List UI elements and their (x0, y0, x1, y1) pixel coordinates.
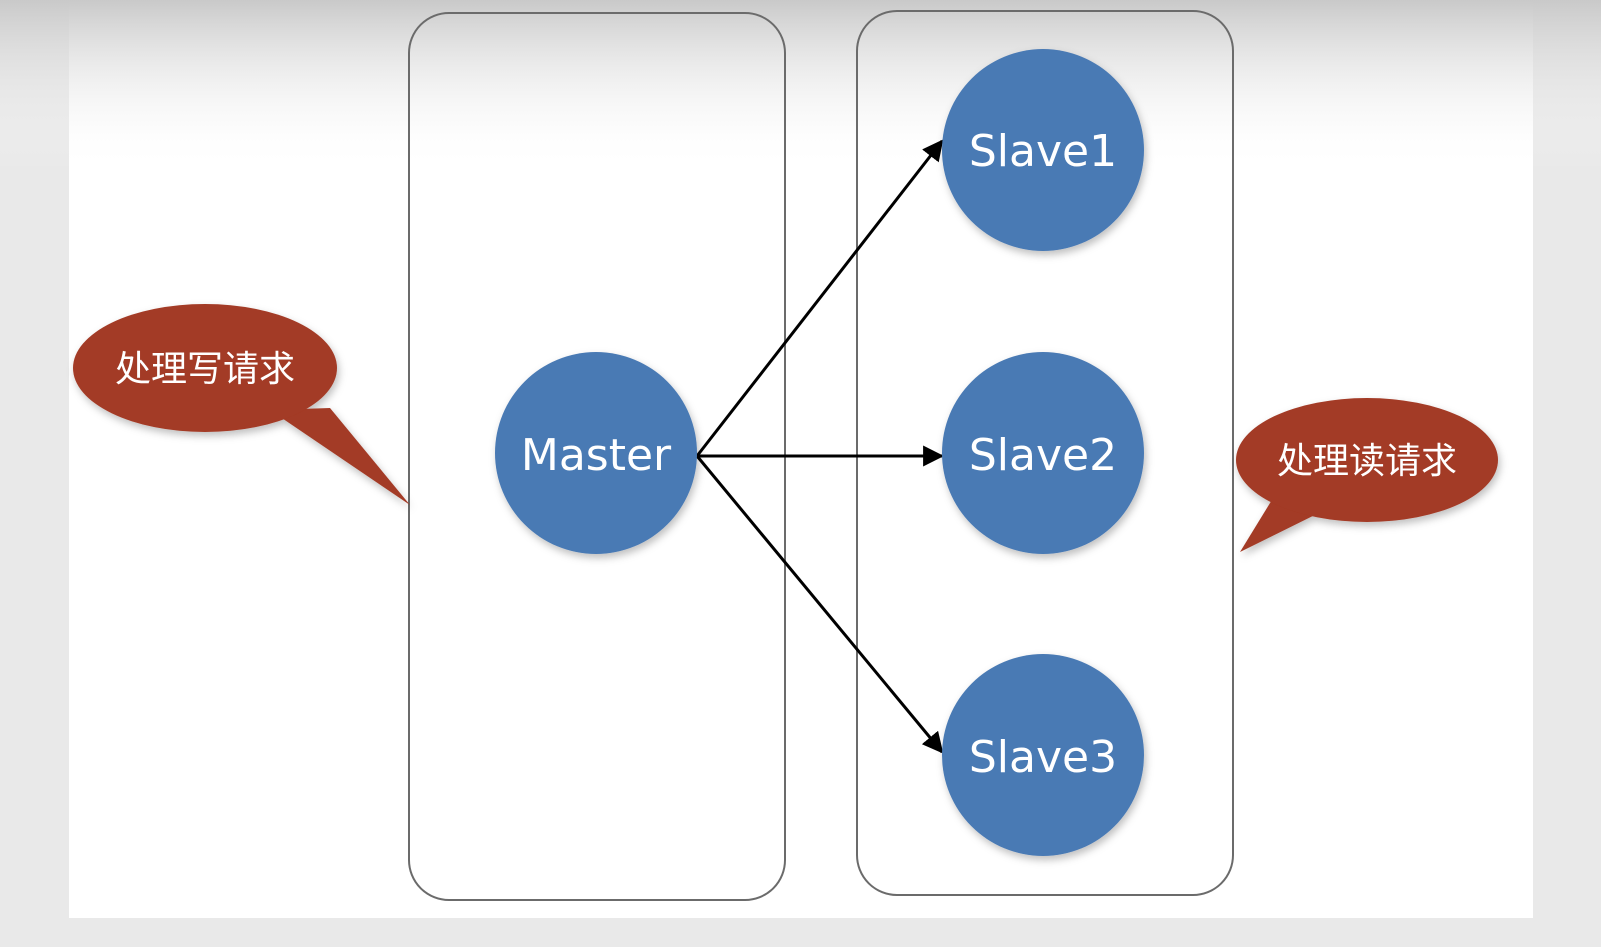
slave1-node (942, 49, 1144, 251)
write-callout-label: 处理写请求 (115, 349, 295, 390)
slave2-node-label: Slave2 (969, 430, 1117, 481)
master-node-label: Master (521, 430, 672, 481)
write-callout (73, 304, 410, 505)
top-shade (0, 0, 1601, 170)
slave2-node (942, 352, 1144, 554)
slave3-node-label: Slave3 (969, 732, 1117, 783)
read-callout-label: 处理读请求 (1277, 441, 1457, 482)
slave-group-box (856, 10, 1234, 896)
slave1-node-label: Slave1 (969, 126, 1117, 177)
slave3-node (942, 654, 1144, 856)
master-node (495, 352, 697, 554)
read-callout (1236, 398, 1498, 552)
arrow-master-to-slave3 (695, 455, 944, 754)
arrow-master-to-slave1 (695, 139, 944, 457)
